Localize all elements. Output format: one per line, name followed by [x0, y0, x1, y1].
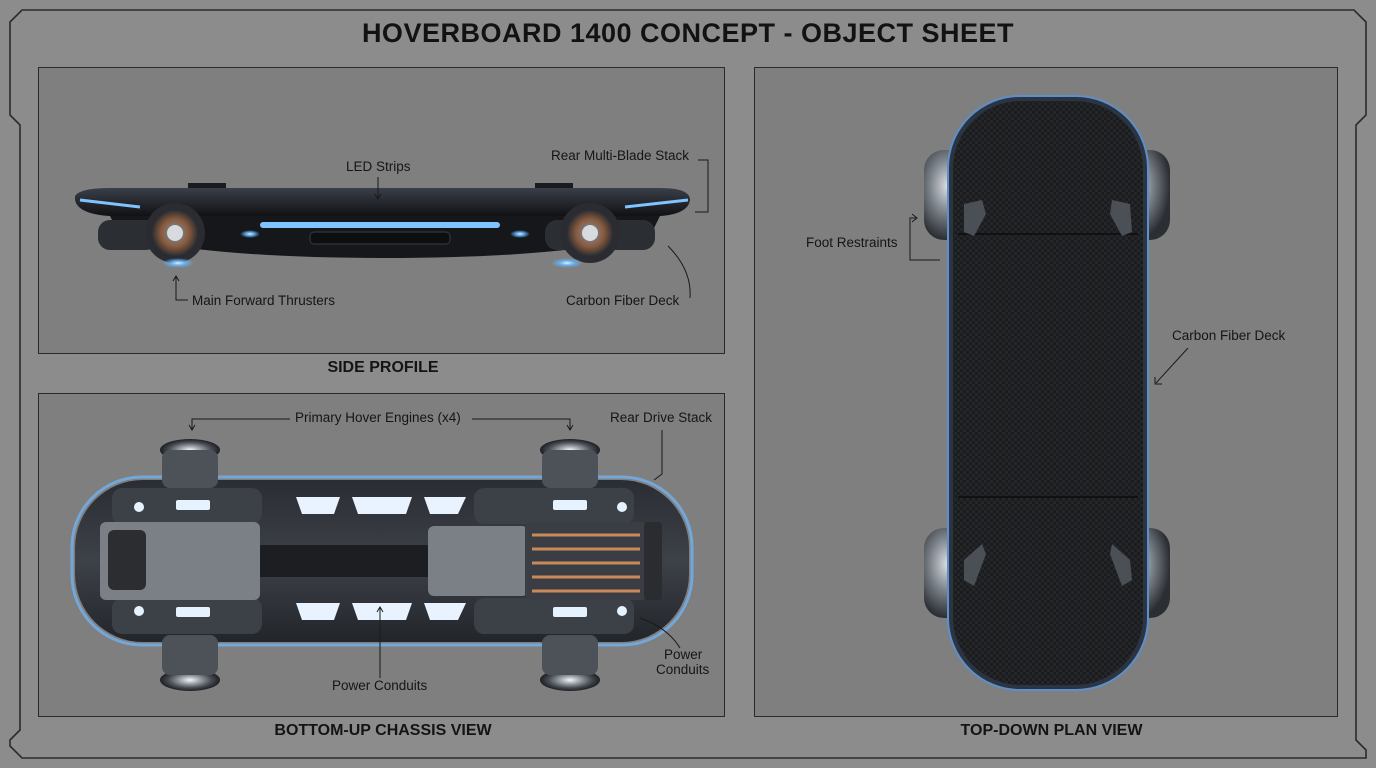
chassis-view-panel	[38, 393, 725, 717]
rear-multi-blade-stack-label: Rear Multi-Blade Stack	[551, 148, 690, 163]
primary-hover-engines-label: Primary Hover Engines (x4)	[295, 410, 461, 425]
sheet-title: HOVERBOARD 1400 CONCEPT - OBJECT SHEET	[361, 18, 1015, 48]
led-strips-label: LED Strips	[346, 159, 411, 174]
plan-view-title: TOP-DOWN PLAN VIEW	[960, 722, 1143, 739]
main-forward-thrusters-label: Main Forward Thrusters	[192, 293, 336, 308]
plan-view-panel	[754, 67, 1338, 717]
chassis-view-title: BOTTOM-UP CHASSIS VIEW	[274, 722, 492, 739]
power-conduits-right-label-line1: Power	[664, 647, 703, 662]
power-conduits-center-label: Power Conduits	[332, 678, 428, 693]
plan-carbon-fiber-deck-label: Carbon Fiber Deck	[1172, 328, 1286, 343]
side-carbon-fiber-deck-label: Carbon Fiber Deck	[566, 293, 680, 308]
side-profile-title: SIDE PROFILE	[327, 359, 439, 376]
foot-restraints-label: Foot Restraints	[806, 235, 898, 250]
rear-drive-stack-label: Rear Drive Stack	[610, 410, 713, 425]
side-profile-panel	[38, 67, 725, 354]
power-conduits-right-label-line2: Conduits	[656, 662, 710, 677]
